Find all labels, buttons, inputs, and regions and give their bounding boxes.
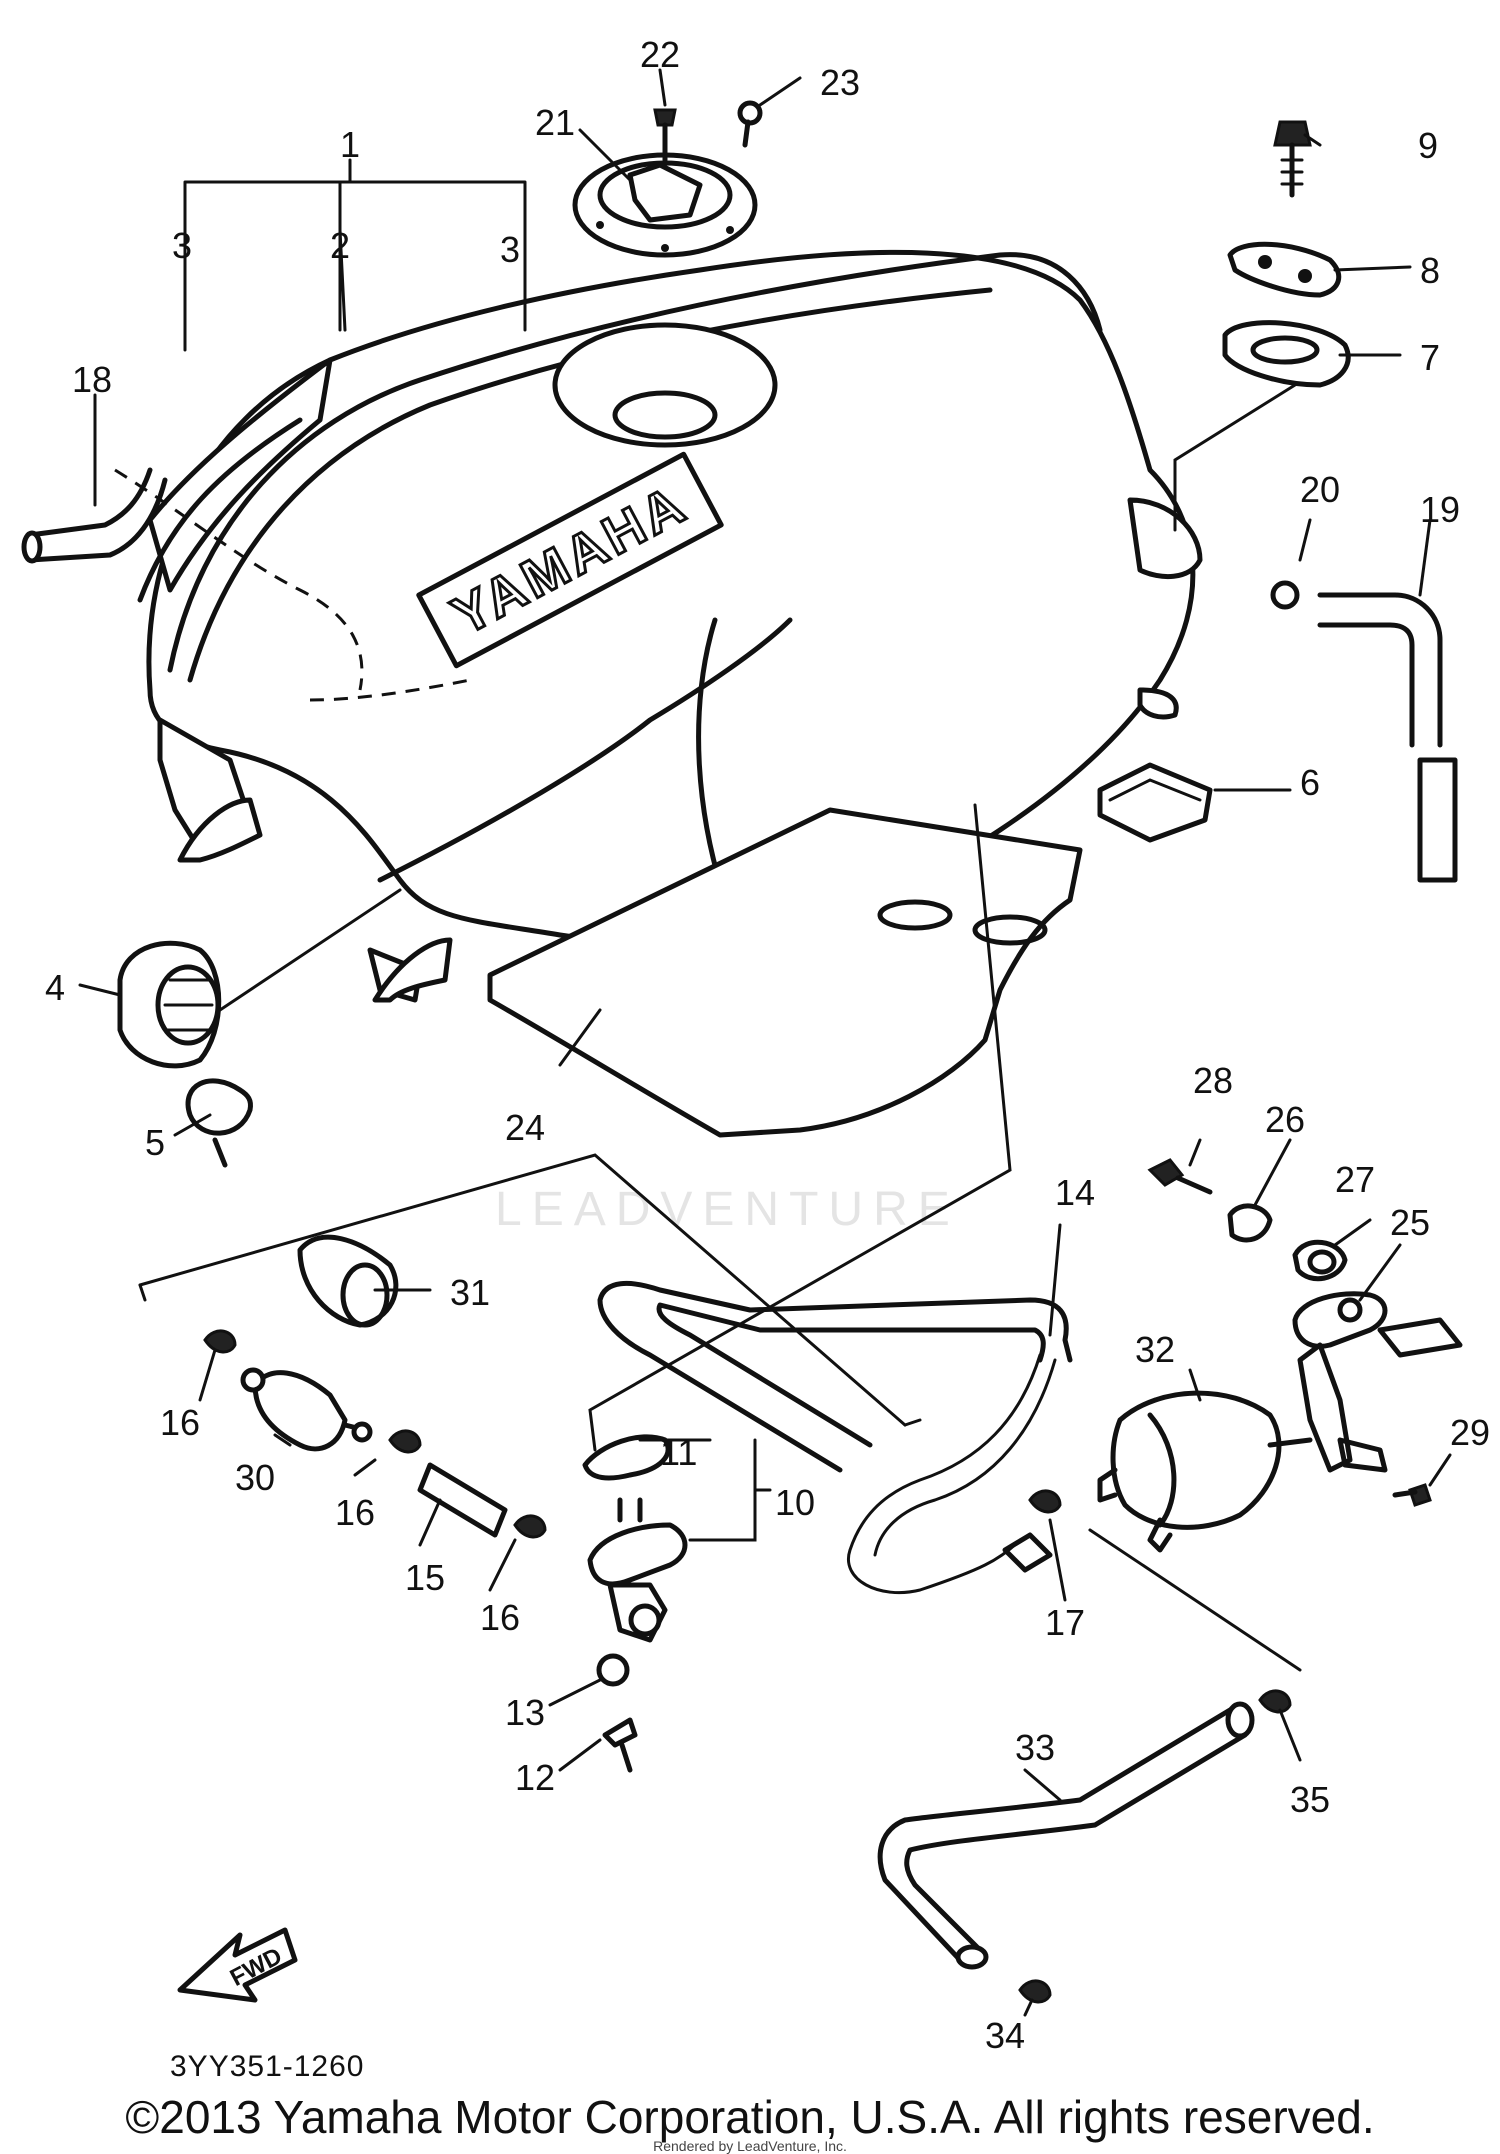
- cock-gasket: [582, 1434, 671, 1481]
- part-label-19: 19: [1420, 489, 1460, 530]
- rendered-by-notice: Rendered by LeadVenture, Inc.: [653, 2138, 847, 2154]
- copyright-notice: ©2013 Yamaha Motor Corporation, U.S.A. A…: [125, 2091, 1375, 2143]
- part-label-3-left: 3: [172, 225, 192, 266]
- part-label-27: 27: [1335, 1159, 1375, 1200]
- sensor-cover: [297, 1234, 399, 1328]
- part-label-6: 6: [1300, 762, 1320, 803]
- part-label-20: 20: [1300, 469, 1340, 510]
- pump-screw: [1392, 1483, 1432, 1507]
- part-label-4: 4: [45, 967, 65, 1008]
- hose-clip-17: [1028, 1489, 1062, 1514]
- part-label-3-right: 3: [500, 229, 520, 270]
- damper-collar: [1227, 1203, 1273, 1243]
- clamp-band: [185, 1078, 253, 1168]
- part-label-32: 32: [1135, 1329, 1175, 1370]
- cap-screw: [653, 108, 677, 163]
- fuel-pump: [1097, 1390, 1313, 1553]
- watermark-text: LEADVENTURE: [495, 1183, 960, 1236]
- cap-bolt: [737, 100, 763, 148]
- part-label-17: 17: [1045, 1602, 1085, 1643]
- part-label-31: 31: [450, 1272, 490, 1313]
- hose-clip: [1270, 580, 1300, 610]
- hose-clip-16-a: [203, 1329, 237, 1354]
- fuel-tank: YAMAHA: [114, 249, 1203, 1003]
- part-label-16-c: 16: [480, 1597, 520, 1638]
- hose-clip-16-c: [513, 1514, 547, 1539]
- part-label-29: 29: [1450, 1412, 1490, 1453]
- heat-shield-plate: [487, 807, 1083, 1138]
- hose-clip-16-b: [388, 1429, 422, 1454]
- hose-clip-34: [1018, 1979, 1052, 2004]
- part-label-35: 35: [1290, 1779, 1330, 1820]
- collar-plate: [1227, 241, 1342, 298]
- vacuum-hose: [597, 1280, 1073, 1595]
- part-label-10: 10: [775, 1482, 815, 1523]
- part-label-12: 12: [515, 1757, 555, 1798]
- part-label-2: 2: [330, 225, 350, 266]
- part-label-11: 11: [660, 1432, 697, 1473]
- fuel-cap: [572, 152, 758, 258]
- bracket-bolt: [1147, 1158, 1213, 1195]
- part-label-26: 26: [1265, 1099, 1305, 1140]
- fuel-filter-sensor: [240, 1367, 373, 1452]
- part-label-22: 22: [640, 34, 680, 75]
- fuel-cock: [587, 1497, 688, 1643]
- part-label-18: 18: [72, 359, 112, 400]
- part-label-25: 25: [1390, 1202, 1430, 1243]
- cap-cover: [117, 940, 222, 1069]
- cock-screw: [602, 1717, 638, 1773]
- breather-hose: [1317, 592, 1458, 883]
- hose-clip-35: [1258, 1689, 1292, 1714]
- part-label-14: 14: [1055, 1172, 1095, 1213]
- part-label-30: 30: [235, 1457, 275, 1498]
- fuel-hose: [877, 1701, 1255, 1970]
- part-label-13: 13: [505, 1692, 545, 1733]
- part-label-34: 34: [985, 2015, 1025, 2056]
- part-label-16-b: 16: [335, 1492, 375, 1533]
- diagram-code: 3YY351-1260: [170, 2050, 365, 2083]
- part-label-28: 28: [1193, 1060, 1233, 1101]
- part-label-7: 7: [1420, 337, 1440, 378]
- rear-damper: [1097, 762, 1213, 843]
- part-label-21: 21: [535, 102, 575, 143]
- overflow-hose: [21, 467, 168, 564]
- grommet: [1292, 1239, 1348, 1282]
- part-label-9: 9: [1418, 125, 1438, 166]
- mount-bolt: [1273, 120, 1312, 198]
- pump-bracket: [1292, 1291, 1463, 1473]
- cock-washer: [596, 1653, 630, 1687]
- leader-lines: [78, 68, 1452, 2017]
- part-labels: 1 2 3 3 4 5 6 7 8 9 10 11 12 13 14 15 16…: [45, 34, 1490, 2056]
- part-label-16-a: 16: [160, 1402, 200, 1443]
- part-label-23: 23: [820, 62, 860, 103]
- damper: [1222, 320, 1351, 388]
- part-label-5: 5: [145, 1122, 165, 1163]
- short-fuel-hose: [417, 1462, 508, 1538]
- part-label-24: 24: [505, 1107, 545, 1148]
- part-label-33: 33: [1015, 1727, 1055, 1768]
- part-label-15: 15: [405, 1557, 445, 1598]
- part-label-1: 1: [340, 124, 360, 165]
- part-label-8: 8: [1420, 250, 1440, 291]
- forward-arrow: FWD: [177, 1927, 298, 2003]
